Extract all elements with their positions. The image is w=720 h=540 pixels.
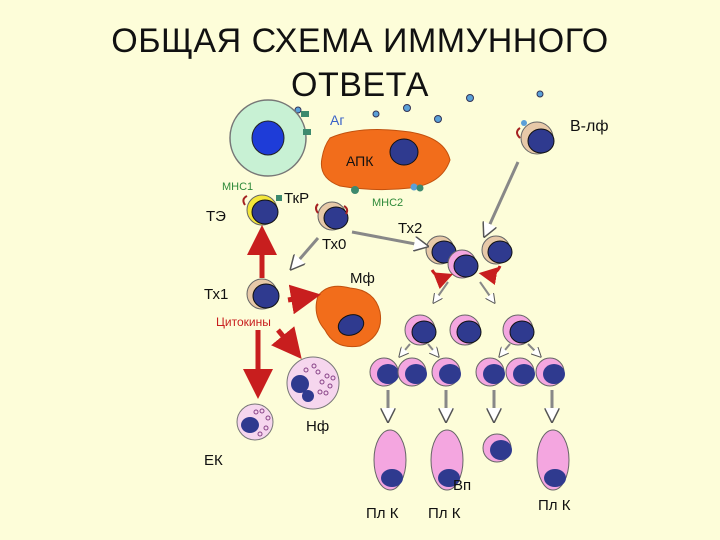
large-green-cell [229, 99, 311, 177]
label-memory-b: Вп [453, 477, 472, 494]
b-lymphocyte-cell [516, 120, 555, 155]
macrophage-cell [315, 285, 382, 348]
label-nk-cell: ЕК [204, 452, 223, 469]
label-plasma-cell-1: Пл К [366, 505, 399, 522]
neutrophil-cell [286, 356, 340, 410]
antigen-particles [294, 90, 544, 123]
label-tcr: ТкР [284, 190, 310, 207]
label-th2: Тх2 [398, 220, 423, 237]
label-antigen: Аг [330, 112, 345, 128]
label-plasma-cell-3: Пл К [538, 497, 571, 514]
title-line-1: ОБЩАЯ СХЕМА ИММУННОГО [111, 22, 609, 60]
effector-t-cell [242, 194, 282, 226]
label-plasma-cell-2: Пл К [428, 505, 461, 522]
apc-cell [320, 129, 451, 194]
th1-cell [246, 278, 280, 310]
b-cell-row-2 [369, 357, 565, 387]
label-cytokines: Цитокины [216, 315, 271, 329]
label-b-lymphocyte: В-лф [570, 118, 609, 135]
title-line-2: ОТВЕТА [291, 66, 429, 104]
nk-cell [236, 403, 274, 441]
label-neutrophil: Нф [306, 418, 330, 435]
label-apc: АПК [346, 153, 374, 169]
arrows [243, 161, 552, 420]
plasma-cells [373, 429, 570, 491]
label-effector-t: ТЭ [206, 208, 226, 225]
label-th0: Тх0 [322, 236, 347, 253]
label-mhc2: МНС2 [372, 197, 404, 209]
label-mhc1: МНС1 [222, 181, 254, 193]
th0-cell [315, 201, 349, 231]
memory-b-cell [482, 433, 512, 463]
th2-cells [425, 235, 513, 290]
b-cell-row-1 [404, 314, 535, 346]
label-macrophage: Мф [350, 270, 375, 287]
label-th1: Тх1 [204, 286, 229, 303]
